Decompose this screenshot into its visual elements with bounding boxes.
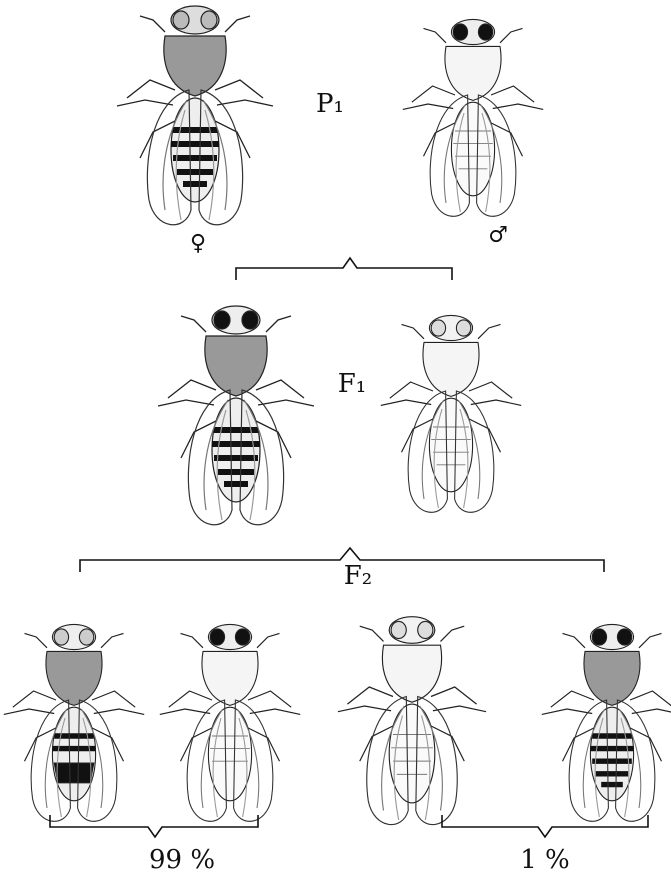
female-symbol: ♀ [190,231,206,256]
f1-label: F₁ [338,369,366,399]
fly-f2-d [542,624,671,821]
fly-f1-female [158,306,314,525]
crossover-percent: 1 % [520,845,570,873]
fly-f2-a [4,624,144,821]
p1-bracket [236,258,452,280]
p1-label: P₁ [316,89,344,119]
f2-label: F₂ [344,561,372,591]
crossover-bracket [442,815,648,837]
fly-f1-male [381,315,521,512]
fly-f2-c [338,617,486,825]
noncrossover-percent: 99 % [149,845,215,873]
f2-bracket [80,548,604,572]
fly-p1-female [117,6,273,225]
noncrossover-bracket [50,815,258,837]
male-symbol: ♂ [488,223,508,248]
fly-f2-b [160,624,300,821]
fly-p1-male [403,19,543,216]
